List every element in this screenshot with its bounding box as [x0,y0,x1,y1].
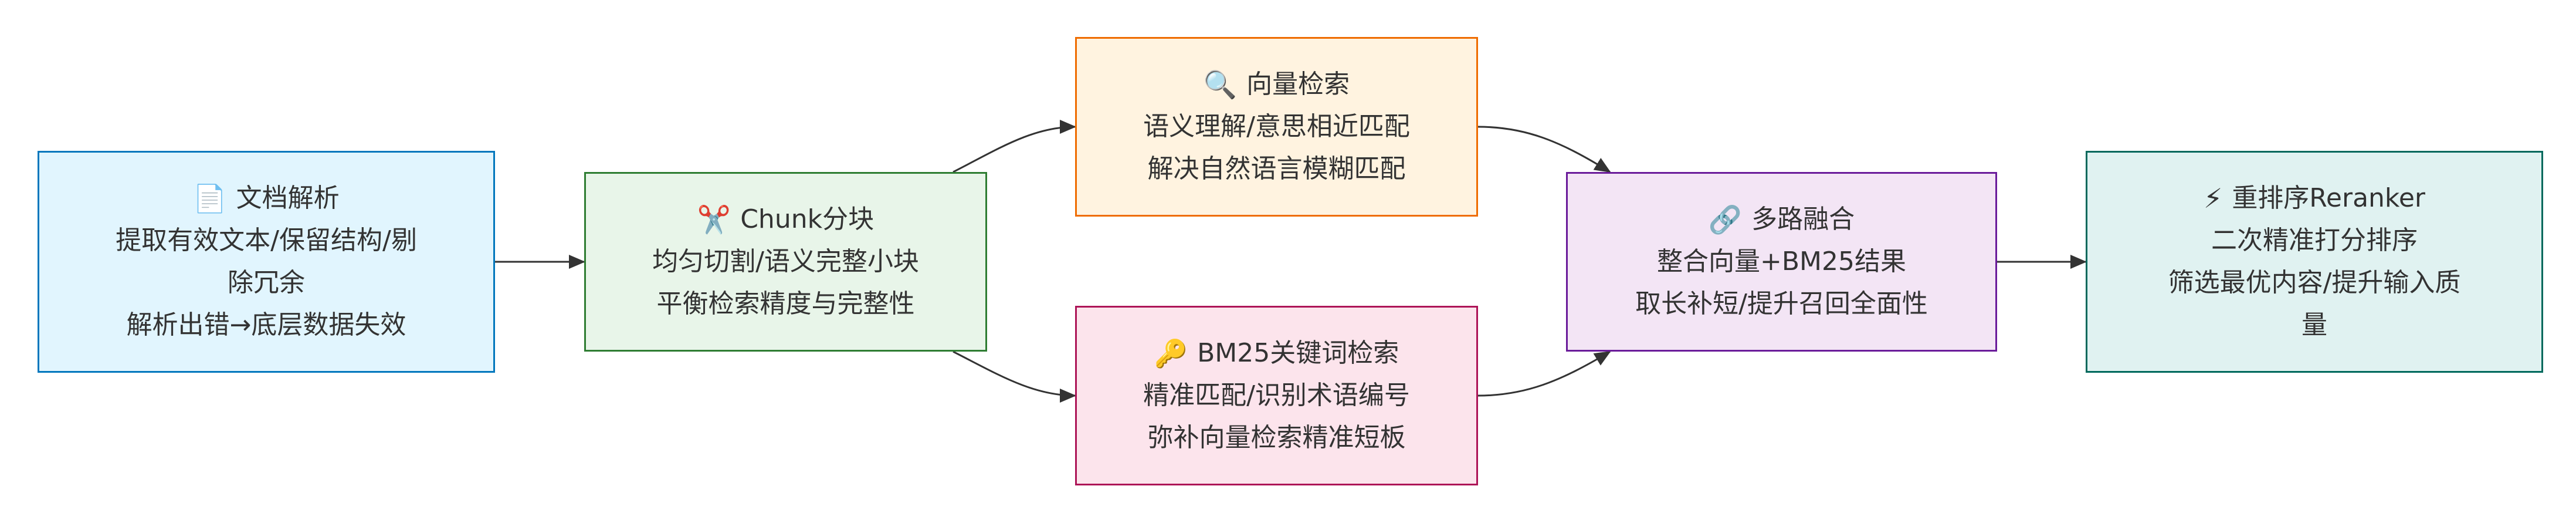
node-text-line: 整合向量+BM25结果 [1656,247,1906,276]
node-text-line: 除冗余 [228,268,305,298]
node-text-line: 语义理解/意思相近匹配 [1143,112,1410,141]
edge-bm25-to-fusion [1477,350,1611,397]
node-title-row: 🔑 BM25关键词检索 [1154,332,1399,374]
node-multi-path-fusion: 🔗 多路融合 整合向量+BM25结果 取长补短/提升召回全面性 [1566,172,1997,352]
node-text-line: 二次精准打分排序 [2211,225,2418,255]
node-text-line: 筛选最优内容/提升输入质 [2168,268,2461,298]
node-title-row: ⚡ 重排序Reranker [2204,177,2425,220]
scissors-icon: ✂️ [697,204,731,235]
node-text-line: 解决自然语言模糊匹配 [1147,154,1406,184]
node-text-line: 平衡检索精度与完整性 [656,289,915,319]
link-icon: 🔗 [1708,204,1743,235]
node-title: 文档解析 [236,183,340,213]
node-bm25-retrieval: 🔑 BM25关键词检索 精准匹配/识别术语编号 弥补向量检索精准短板 [1075,306,1478,485]
node-title-row: 🔗 多路融合 [1709,198,1855,241]
node-title-row: 🔍 向量检索 [1204,63,1350,106]
node-text-line: 量 [2302,310,2327,340]
node-document-parsing: 📄 文档解析 提取有效文本/保留结构/剔 除冗余 解析出错→底层数据失效 [38,151,495,373]
node-text-line: 提取有效文本/保留结构/剔 [116,225,417,255]
node-title: 向量检索 [1246,69,1350,99]
node-title: Chunk分块 [740,204,875,234]
node-text-line: 取长补短/提升召回全面性 [1635,289,1928,319]
node-title: BM25关键词检索 [1197,338,1399,368]
edge-vector-to-fusion [1477,126,1611,173]
node-text-line: 弥补向量检索精准短板 [1147,423,1406,453]
node-text-line: 解析出错→底层数据失效 [126,310,406,340]
node-chunking: ✂️ Chunk分块 均匀切割/语义完整小块 平衡检索精度与完整性 [584,172,987,352]
node-title-row: 📄 文档解析 [193,177,339,220]
node-reranker: ⚡ 重排序Reranker 二次精准打分排序 筛选最优内容/提升输入质 量 [2086,151,2543,373]
node-title: 多路融合 [1751,204,1855,234]
node-text-line: 精准匹配/识别术语编号 [1143,380,1410,410]
key-icon: 🔑 [1154,338,1188,369]
edge-chunk-to-bm25 [953,350,1076,403]
node-title-row: ✂️ Chunk分块 [697,198,874,241]
node-text-line: 均匀切割/语义完整小块 [652,247,919,276]
page-icon: 📄 [193,183,227,214]
edge-chunk-to-vector [953,120,1076,173]
node-vector-retrieval: 🔍 向量检索 语义理解/意思相近匹配 解决自然语言模糊匹配 [1075,37,1478,217]
node-title: 重排序Reranker [2232,183,2425,213]
lightning-icon: ⚡ [2204,183,2223,214]
magnifier-icon: 🔍 [1203,69,1238,100]
